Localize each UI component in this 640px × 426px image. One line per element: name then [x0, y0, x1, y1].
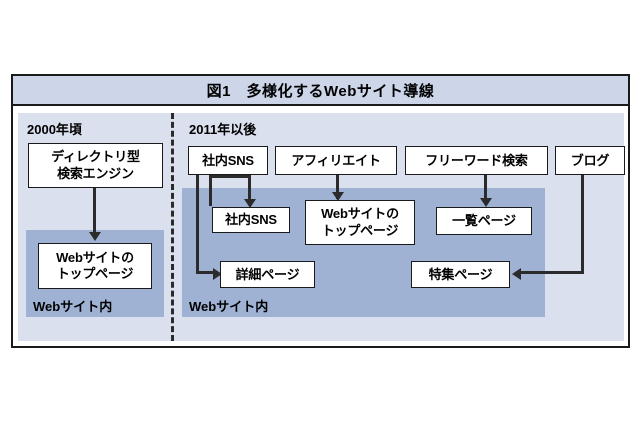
website-region-label-right: Webサイト内: [189, 299, 269, 314]
node-landing-list-page[interactable]: 一覧ページ: [436, 207, 532, 235]
node-directory-search-engine-line1: ディレクトリ型: [51, 149, 140, 165]
node-entry-free-word-search[interactable]: フリーワード検索: [405, 146, 548, 175]
era-label-left: 2000年頃: [27, 122, 82, 137]
node-landing-feature-page[interactable]: 特集ページ: [411, 261, 510, 288]
era-divider: [171, 113, 174, 341]
node-directory-search-engine[interactable]: ディレクトリ型 検索エンジン: [28, 143, 163, 188]
arrowhead-sns-to-detail: [213, 267, 222, 280]
connector-sns-to-snspage-stub: [209, 175, 212, 206]
node-top-page-left-line1: Webサイトの: [56, 249, 134, 265]
arrowhead-blog-to-feature: [512, 267, 521, 280]
node-landing-detail-page[interactable]: 詳細ページ: [220, 261, 315, 288]
connector-affiliate-to-toppage: [336, 175, 339, 199]
connector-search-to-listpage: [484, 175, 487, 203]
connector-sns-to-snspage-top: [209, 175, 251, 178]
node-entry-affiliate[interactable]: アフィリエイト: [275, 146, 397, 175]
node-landing-top-page[interactable]: Webサイトの トップページ: [305, 200, 415, 245]
node-entry-blog[interactable]: ブログ: [555, 146, 625, 175]
connector-blog-to-feature-horizontal: [521, 271, 584, 274]
website-region-label-left: Webサイト内: [33, 299, 113, 314]
node-top-page-left[interactable]: Webサイトの トップページ: [38, 243, 152, 289]
arrowhead-searchengine-toppage: [88, 232, 101, 241]
node-directory-search-engine-line2: 検索エンジン: [57, 165, 134, 181]
connector-searchengine-toppage: [93, 188, 96, 234]
arrowhead-affiliate-to-toppage: [331, 192, 344, 201]
node-landing-top-page-line2: トップページ: [321, 222, 399, 238]
arrowhead-search-to-listpage: [479, 198, 492, 207]
era-label-right: 2011年以後: [189, 122, 257, 137]
node-landing-shanai-sns[interactable]: 社内SNS: [212, 207, 290, 233]
node-entry-shanai-sns[interactable]: 社内SNS: [188, 146, 268, 175]
node-landing-top-page-line1: Webサイトの: [321, 206, 399, 222]
figure-title-bar: 図1 多様化するWebサイト導線: [13, 76, 628, 106]
connector-sns-to-detail-vertical: [196, 175, 199, 273]
figure-title: 図1 多様化するWebサイト導線: [206, 82, 435, 100]
node-top-page-left-line2: トップページ: [56, 266, 134, 281]
connector-sns-to-snspage: [248, 175, 251, 202]
arrowhead-sns-to-snspage: [243, 199, 256, 208]
connector-blog-to-feature-vertical: [581, 175, 584, 274]
connector-sns-to-detail-horizontal: [196, 271, 216, 274]
